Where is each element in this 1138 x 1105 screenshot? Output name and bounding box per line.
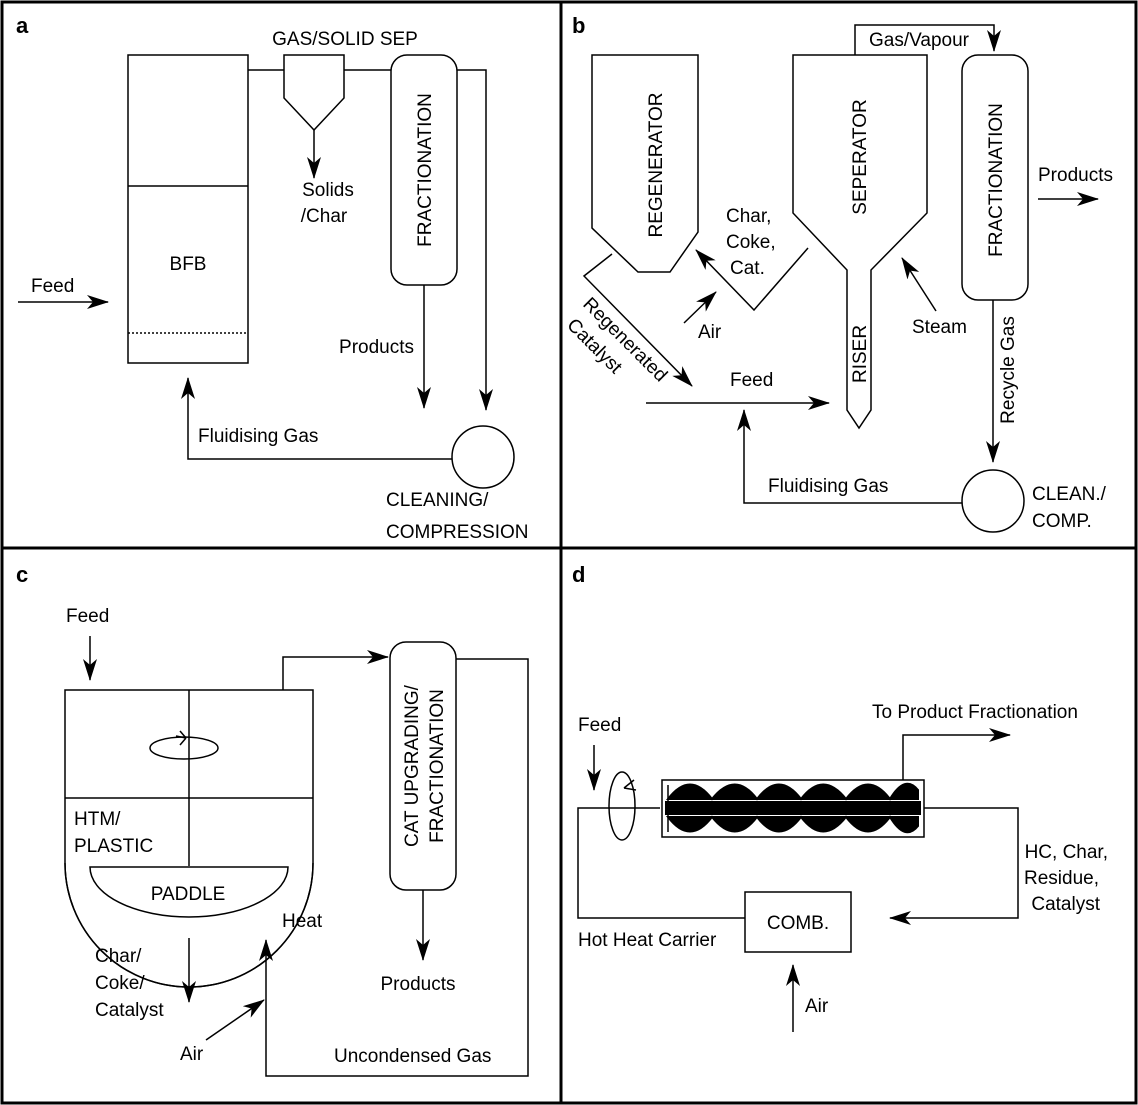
char-label: Char, <box>726 206 771 227</box>
comb-label: COMB. <box>767 913 829 934</box>
uncondensed-gas-line <box>259 658 529 1077</box>
plastic-label: PLASTIC <box>74 836 153 857</box>
screw-reactor <box>661 779 925 838</box>
separator-label: SEPERATOR <box>850 99 871 214</box>
comp-label: COMP. <box>1032 511 1092 532</box>
clean-comp-unit <box>961 469 1025 533</box>
clean-label: CLEAN./ <box>1032 484 1107 505</box>
htm-label: HTM/ <box>74 809 121 830</box>
air-label: Air <box>698 322 722 343</box>
bfb-label: BFB <box>170 254 207 275</box>
panel-a: a BFB Feed GAS/SOLID SEP Solids /Char FR… <box>16 13 529 543</box>
paddle <box>89 866 289 918</box>
column-fractionation-label: FRACTIONATION <box>427 689 448 843</box>
panel-c: c Feed PADDLE HTM/ PLASTIC Char/ Coke/ C… <box>16 562 529 1077</box>
fluidising-gas-arrow <box>737 409 962 504</box>
screw-rotation-icon <box>608 771 637 841</box>
char-label: Char/ <box>95 946 142 967</box>
cat-upgrading-label: CAT UPGRADING/ <box>402 684 423 847</box>
char-label: /Char <box>301 206 348 227</box>
bfb-reactor <box>127 54 249 364</box>
coke-label: Coke, <box>726 232 776 253</box>
uncondensed-gas-label: Uncondensed Gas <box>334 1046 491 1067</box>
product-vapour-arrow <box>902 728 1011 783</box>
fluidising-gas-label: Fluidising Gas <box>768 476 888 497</box>
products-label: Products <box>1038 165 1113 186</box>
paddle-label: PADDLE <box>151 884 226 905</box>
air-label: Air <box>805 996 829 1017</box>
vapour-line <box>282 650 389 690</box>
feed-label: Feed <box>730 370 773 391</box>
hc-char-label: HC, Char, <box>1025 842 1108 863</box>
catalyst-label: Catalyst <box>95 1000 164 1021</box>
panel-b: b REGENERATOR SEPERATOR RISER Char, Coke… <box>562 13 1113 533</box>
products-label: Products <box>381 974 456 995</box>
panel-b-letter: b <box>572 13 585 38</box>
steam-arrow <box>901 257 937 312</box>
residue-label: Residue, <box>1024 868 1099 889</box>
char-transfer-line <box>695 247 809 312</box>
steam-label: Steam <box>912 317 967 338</box>
feed-label: Feed <box>578 715 621 736</box>
air-arrow <box>683 291 717 324</box>
products-label: Products <box>339 337 414 358</box>
combustor-box <box>744 891 852 953</box>
panel-c-letter: c <box>16 562 28 587</box>
compression-label: COMPRESSION <box>386 522 529 543</box>
fractionation-label: FRACTIONATION <box>415 93 436 247</box>
air-label: Air <box>180 1044 204 1065</box>
fractionation-column <box>961 54 1029 301</box>
panel-a-letter: a <box>16 13 29 38</box>
hot-heat-carrier-line <box>577 807 745 919</box>
stirrer-rotation-icon <box>149 730 219 760</box>
solids-label: Solids <box>302 180 354 201</box>
cleaning-label: CLEANING/ <box>386 490 489 511</box>
fractionation-label: FRACTIONATION <box>986 103 1007 257</box>
cat-label: Cat. <box>730 258 765 279</box>
gas-solid-sep-label: GAS/SOLID SEP <box>272 29 418 50</box>
panel-d: d To Product Fractionation Feed HC, Char… <box>572 562 1108 1032</box>
coke-label: Coke/ <box>95 973 145 994</box>
separator-riser-vessel <box>792 54 928 430</box>
overhead-gas-line <box>457 69 493 411</box>
gas-vapour-label: Gas/Vapour <box>869 30 970 51</box>
cleaning-compression-unit <box>451 425 515 489</box>
feed-label: Feed <box>66 606 109 627</box>
feed-label: Feed <box>31 276 74 297</box>
recycle-gas-label: Recycle Gas <box>998 316 1019 424</box>
outlet-line <box>889 807 1019 925</box>
regenerator-vessel <box>591 54 699 273</box>
fluidising-gas-label: Fluidising Gas <box>198 426 318 447</box>
regenerator-label: REGENERATOR <box>646 93 667 238</box>
panel-d-letter: d <box>572 562 585 587</box>
heat-label: Heat <box>282 911 323 932</box>
catalyst-label: Catalyst <box>1031 894 1100 915</box>
fluidising-gas-arrow <box>181 377 452 460</box>
to-product-fractionation-label: To Product Fractionation <box>872 702 1078 723</box>
regenerated-catalyst-line <box>582 253 693 387</box>
hot-heat-carrier-label: Hot Heat Carrier <box>578 930 717 951</box>
air-arrow <box>205 999 265 1041</box>
riser-label: RISER <box>850 325 871 383</box>
cyclone-separator <box>283 54 345 132</box>
gas-vapour-line <box>854 24 1001 55</box>
